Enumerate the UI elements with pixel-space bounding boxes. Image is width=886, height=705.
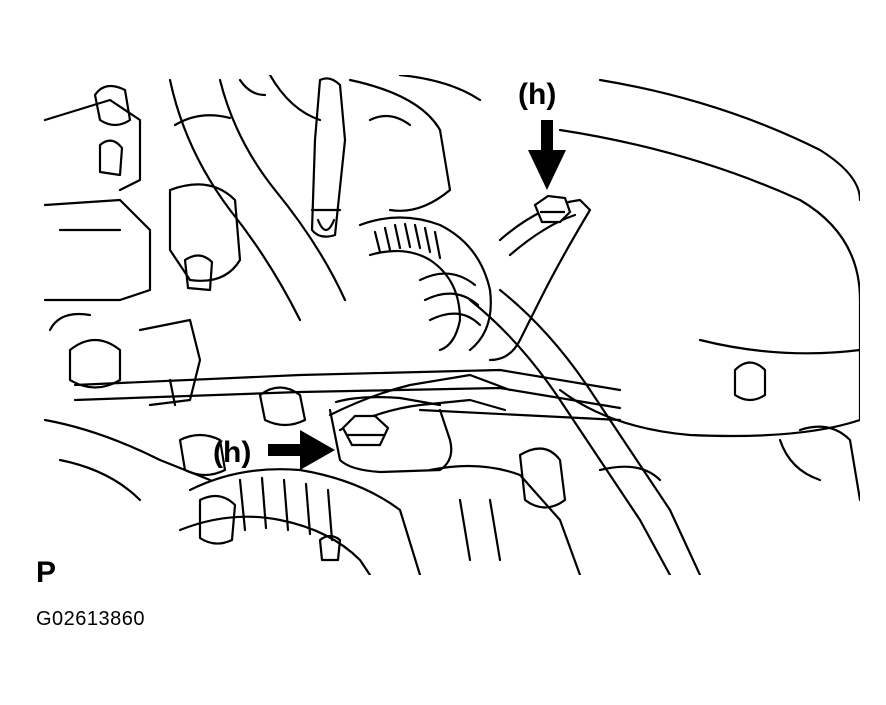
arrow-right-icon bbox=[268, 430, 335, 470]
lower-right-pipe bbox=[468, 288, 702, 575]
left-fittings bbox=[43, 312, 212, 502]
alternator bbox=[178, 464, 582, 575]
lower-bracket bbox=[178, 386, 453, 477]
arrow-down-icon bbox=[528, 120, 566, 190]
center-components bbox=[310, 75, 482, 238]
coolant-reservoir bbox=[558, 78, 860, 502]
callout-label-top: (h) bbox=[518, 78, 556, 111]
top-bolt bbox=[533, 194, 572, 224]
center-bolt bbox=[341, 414, 390, 447]
figure-code: G02613860 bbox=[36, 608, 146, 630]
view-letter: P bbox=[36, 556, 57, 589]
top-callout: (h) bbox=[518, 78, 566, 190]
harness-rod bbox=[73, 368, 622, 422]
upper-hose bbox=[168, 75, 347, 322]
callout-label-center: (h) bbox=[213, 436, 251, 469]
center-callout: (h) bbox=[213, 430, 335, 470]
upper-left-brackets bbox=[43, 84, 242, 302]
corrugated-hose bbox=[358, 216, 492, 352]
